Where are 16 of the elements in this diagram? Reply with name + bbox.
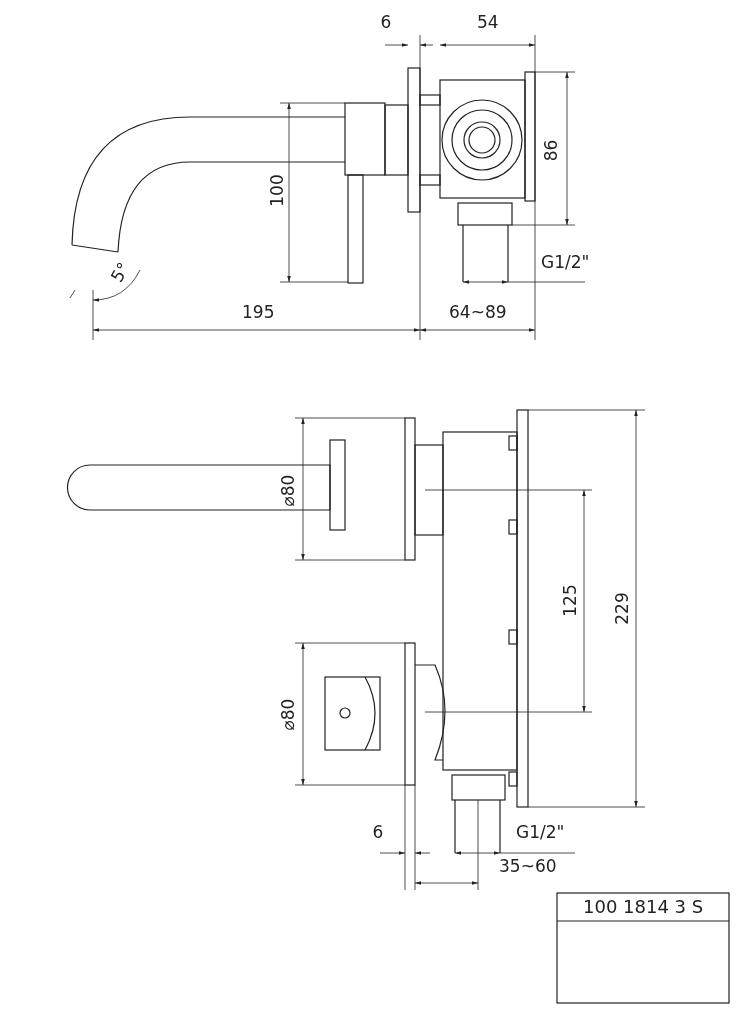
dimension-label: 54 — [477, 13, 499, 31]
part-number: 100 1814 3 S — [583, 898, 704, 916]
dimension-label: 35~60 — [499, 857, 557, 875]
dimension-label: 6 — [380, 13, 392, 31]
dimension-label: 125 — [561, 583, 579, 617]
angle-label: 5° — [107, 259, 133, 285]
dimension-label: ⌀80 — [280, 698, 298, 730]
dimension-label: ⌀80 — [280, 474, 298, 506]
dimension-label: 195 — [242, 303, 275, 321]
dimension-label: 86 — [543, 139, 561, 161]
dimension-label: G1/2" — [516, 823, 565, 841]
dimension-label: 6 — [372, 823, 384, 841]
dimension-label: 64~89 — [449, 303, 507, 321]
dimension-label: 229 — [613, 591, 631, 625]
dimension-label: 100 — [268, 173, 286, 207]
dimension-label: G1/2" — [541, 253, 590, 271]
